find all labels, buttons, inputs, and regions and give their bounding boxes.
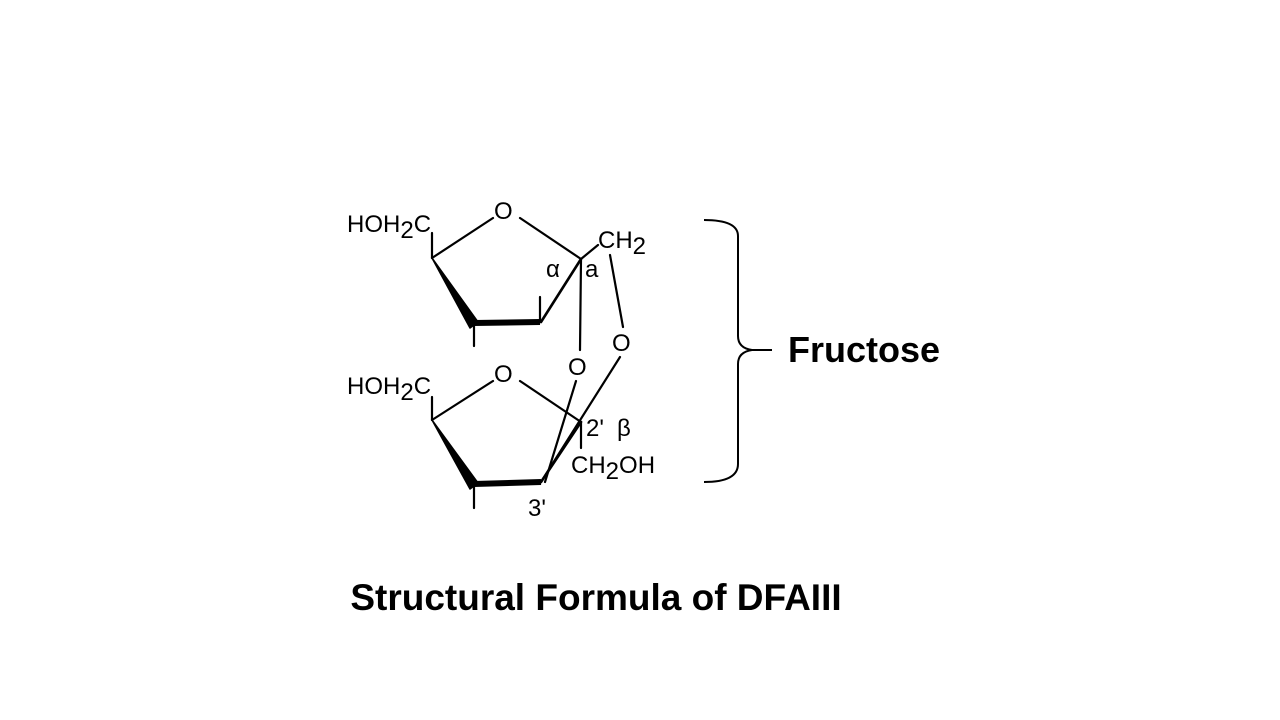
bottom-ring-oxygen: O — [494, 361, 513, 388]
bottom-ring-left-substituent: HOH2C — [347, 373, 431, 406]
fructose-label: Fructose — [788, 329, 940, 370]
top-ring — [430, 216, 600, 352]
top-ring-c2-up-bond — [579, 243, 600, 261]
anomeric-label-a: a — [585, 256, 599, 283]
bottom-ring — [430, 379, 583, 510]
alpha-symbol: α — [546, 256, 560, 283]
bottom-ring-bond-c2-c3 — [539, 420, 583, 484]
bottom-ring-right-substituent: CH2OH — [571, 452, 655, 485]
bridge-oxygen-left: O — [568, 354, 587, 381]
top-ring-bond-o-c2 — [518, 216, 583, 261]
top-ring-bond-c2-c3 — [539, 257, 583, 324]
figure-caption: Structural Formula of DFAIII — [350, 577, 842, 618]
top-ring-c2-down-bond — [578, 257, 583, 352]
top-ring-oxygen: O — [494, 198, 513, 225]
top-ring-bold-c4-c3 — [473, 319, 541, 326]
bottom-ring-wedge-c5-c4 — [431, 419, 479, 490]
beta-symbol: β — [617, 415, 631, 442]
top-ring-left-substituent: HOH2C — [347, 211, 431, 244]
bridge-ch2-to-oxygen — [608, 253, 625, 329]
top-ring-wedge-c5-c4 — [431, 257, 479, 329]
bottom-ring-bold-c4-c3 — [473, 479, 542, 487]
bridge-oxygen-right: O — [612, 330, 631, 357]
position-3-prime-label: 3' — [528, 495, 546, 522]
position-2-prime-label: 2' — [586, 415, 604, 442]
bottom-ring-bond-c5-o — [430, 379, 495, 422]
bottom-ring-bond-o-c2 — [518, 379, 583, 424]
bridge-oxygen-to-c2prime — [543, 379, 578, 484]
top-ring-bond-c5-o — [430, 216, 495, 260]
fructose-bracket — [703, 219, 772, 483]
top-ring-right-substituent: CH2 — [598, 227, 646, 260]
